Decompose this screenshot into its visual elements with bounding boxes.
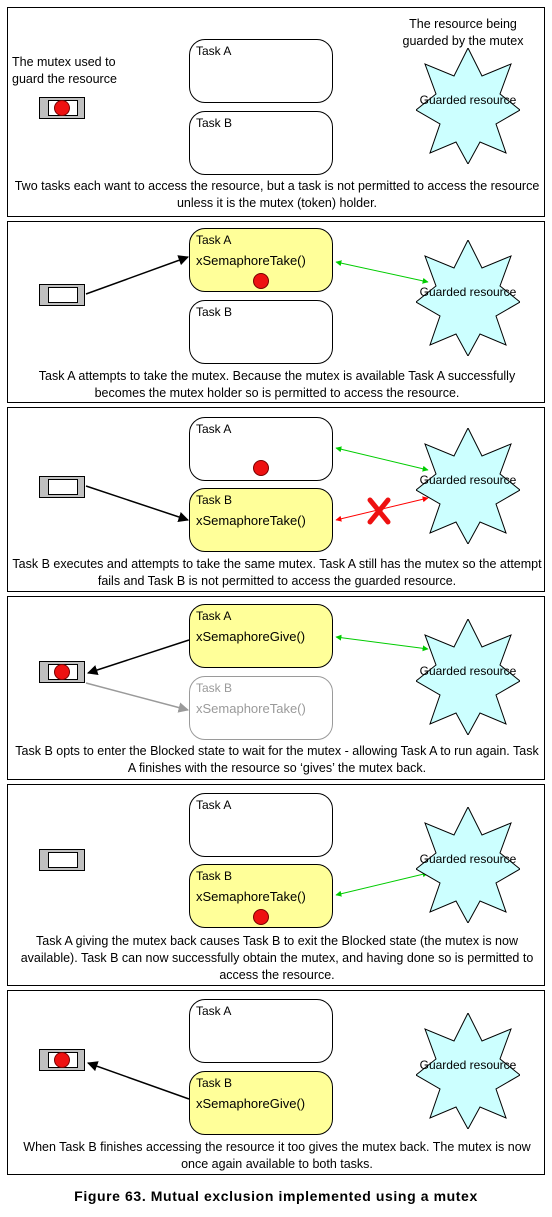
task-b-box: Task B xSemaphoreTake() [189, 676, 333, 740]
task-a-box: Task A [189, 793, 333, 857]
mutex-token [54, 100, 70, 116]
figure-caption: Figure 63. Mutual exclusion implemented … [74, 1188, 478, 1204]
give-arrow [87, 1061, 190, 1100]
guarded-resource-star: Guarded resource [415, 238, 521, 358]
mutex-token [54, 1052, 70, 1068]
guarded-resource-label: Guarded resource [419, 473, 517, 487]
guarded-resource-star: Guarded resource [415, 805, 521, 925]
guarded-resource-label: Guarded resource [419, 93, 517, 107]
panel-caption: Task B opts to enter the Blocked state t… [15, 744, 539, 775]
denied-cross-icon [367, 497, 391, 525]
task-a-label: Task A [196, 422, 232, 436]
task-a-box: Task A [189, 417, 333, 481]
task-b-label: Task B [196, 116, 233, 130]
task-b-box: Task B xSemaphoreTake() [189, 864, 333, 928]
task-b-label: Task B [196, 305, 233, 319]
task-b-call: xSemaphoreTake() [196, 513, 306, 528]
task-a-label: Task A [196, 609, 232, 623]
task-a-label: Task A [196, 233, 232, 247]
guarded-resource-label: Guarded resource [419, 285, 517, 299]
panel-5: Task A Task B xSemaphoreTake() Guarded r… [7, 784, 545, 986]
take-attempt-arrow [85, 485, 189, 522]
panel-caption: Task B executes and attempts to take the… [12, 557, 542, 588]
guarded-resource-star: Guarded resource [415, 46, 521, 166]
mutex-token [253, 460, 269, 476]
task-b-call: xSemaphoreGive() [196, 1096, 306, 1111]
guarded-resource-label: Guarded resource [419, 664, 517, 678]
panel-6: Task A Task B xSemaphoreGive() Guarded r… [7, 990, 545, 1175]
task-b-label: Task B [196, 681, 233, 695]
task-a-box: Task A [189, 39, 333, 103]
access-link-green [335, 871, 429, 897]
task-b-box: Task B [189, 300, 333, 364]
panel-4: Task A xSemaphoreGive() Task B xSemaphor… [7, 596, 545, 780]
guarded-resource-label: Guarded resource [419, 852, 517, 866]
panel-caption: Task A attempts to take the mutex. Becau… [38, 369, 516, 400]
mutex-slot [48, 852, 78, 868]
task-a-label: Task A [196, 44, 232, 58]
task-b-label: Task B [196, 1076, 233, 1090]
blocked-wait-arrow [85, 682, 190, 713]
links-layer [335, 871, 429, 897]
access-link-green [335, 260, 429, 284]
panel-3: Task A Task B xSemaphoreTake() Guarded r… [7, 407, 545, 592]
mutex-token [253, 273, 269, 289]
mutex-token-holder [39, 661, 85, 683]
links-layer [85, 446, 429, 525]
mutex-token [253, 909, 269, 925]
mutex-token-holder [39, 849, 85, 871]
mutex-slot [48, 479, 78, 495]
mutex-note: The mutex used to guard the resource [12, 55, 117, 86]
task-a-call: xSemaphoreGive() [196, 629, 306, 644]
task-b-call: xSemaphoreTake() [196, 889, 306, 904]
task-a-label: Task A [196, 798, 232, 812]
links-layer [87, 1061, 190, 1100]
panel-2: Task A xSemaphoreTake() Task B Guarded r… [7, 221, 545, 403]
task-a-box: Task A [189, 999, 333, 1063]
resource-note: The resource being guarded by the mutex [402, 17, 524, 48]
access-link-green [335, 446, 429, 472]
panel-caption: Two tasks each want to access the resour… [14, 179, 540, 210]
guarded-resource-star: Guarded resource [415, 617, 521, 737]
mutex-token-holder [39, 1049, 85, 1071]
task-a-label: Task A [196, 1004, 232, 1018]
mutex-token-holder [39, 284, 85, 306]
task-b-box: Task B [189, 111, 333, 175]
panel-caption: Task A giving the mutex back causes Task… [20, 934, 534, 982]
links-layer [85, 255, 429, 295]
guarded-resource-star: Guarded resource [415, 426, 521, 546]
take-arrow [85, 255, 189, 295]
give-arrow [87, 639, 190, 676]
guarded-resource-star: Guarded resource [415, 1011, 521, 1131]
guarded-resource-label: Guarded resource [419, 1058, 517, 1072]
access-link-green [335, 634, 429, 652]
task-b-label: Task B [196, 493, 233, 507]
links-layer [85, 634, 429, 713]
task-b-call: xSemaphoreTake() [196, 701, 306, 716]
task-a-box: Task A xSemaphoreGive() [189, 604, 333, 668]
mutex-slot [48, 287, 78, 303]
task-b-box: Task B xSemaphoreTake() [189, 488, 333, 552]
mutex-token-holder [39, 476, 85, 498]
task-b-box: Task B xSemaphoreGive() [189, 1071, 333, 1135]
panel-caption: When Task B finishes accessing the resou… [23, 1140, 531, 1171]
task-b-label: Task B [196, 869, 233, 883]
task-a-call: xSemaphoreTake() [196, 253, 306, 268]
panel-1: The mutex used to guard the resource The… [7, 7, 545, 217]
mutex-token [54, 664, 70, 680]
task-a-box: Task A xSemaphoreTake() [189, 228, 333, 292]
mutex-token-holder [39, 97, 85, 119]
